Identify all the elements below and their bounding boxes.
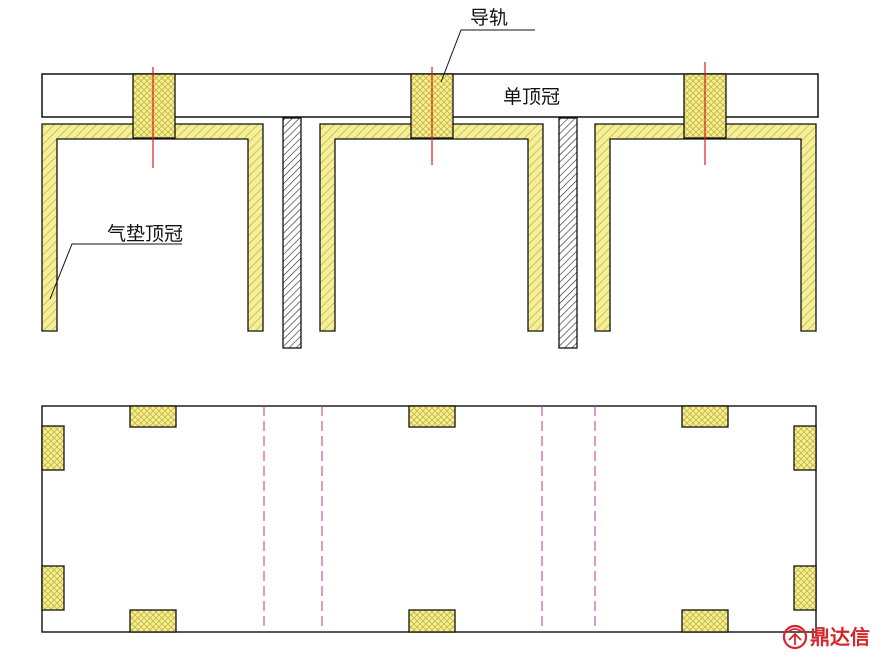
plan-pad-top-1 — [129, 405, 177, 428]
separator-post-2 — [558, 117, 578, 349]
watermark: 鼎达信 — [782, 624, 870, 650]
guide-rail-block-1 — [132, 73, 176, 139]
air-cushion-crown-3 — [594, 123, 817, 332]
plan-pad-top-2 — [408, 405, 456, 428]
elevation-view: 导轨 单顶冠 气垫顶冠 — [41, 7, 819, 349]
ddx-logo-icon — [782, 624, 808, 650]
separator-post-1 — [282, 117, 302, 349]
plan-pad-left-1 — [41, 425, 65, 471]
air-cushion-crown-1 — [41, 123, 264, 332]
plan-pad-left-2 — [41, 565, 65, 611]
guide-rail-leader — [440, 29, 535, 83]
plan-pad-bottom-2 — [408, 609, 456, 633]
plan-outline — [41, 405, 817, 633]
plan-pad-bottom-1 — [129, 609, 177, 633]
plan-pad-bottom-3 — [681, 609, 729, 633]
plan-pad-right-1 — [793, 425, 817, 471]
air-cushion-crown-label: 气垫顶冠 — [107, 223, 183, 245]
plan-pad-top-3 — [681, 405, 729, 428]
watermark-text: 鼎达信 — [810, 625, 870, 649]
guide-rail-label: 导轨 — [470, 7, 508, 29]
air-cushion-leader — [49, 243, 182, 300]
plan-pad-right-2 — [793, 565, 817, 611]
plan-view — [41, 405, 817, 633]
air-cushion-crown-2 — [319, 123, 544, 332]
single-crown-label: 单顶冠 — [503, 86, 560, 108]
